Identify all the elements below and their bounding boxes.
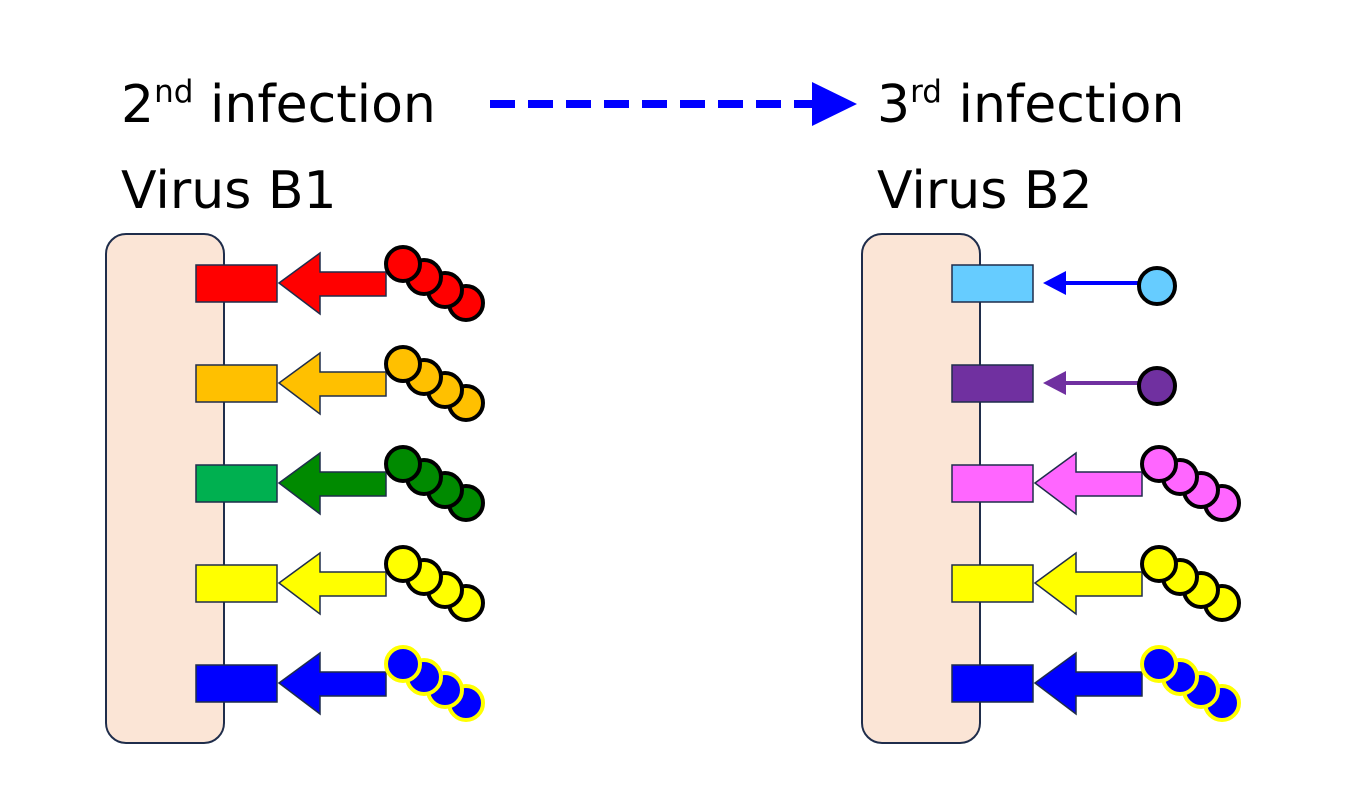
receptor-row: [195, 645, 485, 722]
ligand-circle: [1140, 445, 1178, 483]
binding-arrow-thick: [277, 551, 387, 616]
binding-arrow-thick: [277, 251, 387, 316]
receptor-row: [951, 264, 1177, 306]
ligand-circle: [384, 445, 422, 483]
receptor-row: [951, 364, 1177, 406]
dashed-arrow-head: [812, 82, 857, 126]
panel-virus-b1: [105, 233, 485, 744]
receptor-row: [195, 345, 485, 422]
receptor: [195, 364, 278, 403]
receptor: [195, 464, 278, 503]
receptor: [951, 364, 1034, 403]
ligand-circle: [1140, 545, 1178, 583]
binding-arrow-thick: [277, 351, 387, 416]
ligand-circle: [384, 345, 422, 383]
binding-arrow-thin-head: [1043, 271, 1066, 295]
receptor-row: [195, 245, 485, 322]
receptor-row: [951, 545, 1241, 622]
receptor: [195, 264, 278, 303]
title-third-infection: 3rd infection: [877, 74, 1184, 135]
receptor: [195, 664, 278, 703]
binding-arrow-thick: [1033, 451, 1143, 516]
receptor: [951, 264, 1034, 303]
receptor-row: [951, 445, 1241, 522]
ligand-circle: [384, 645, 422, 683]
ligand-circle: [384, 245, 422, 283]
binding-arrow-thick: [1033, 651, 1143, 716]
panel-virus-b2: [861, 233, 1241, 744]
binding-arrow-thick: [277, 651, 387, 716]
ligand-circle: [1137, 366, 1177, 406]
binding-arrow-thin-head: [1043, 371, 1066, 395]
ligand-circle: [384, 545, 422, 583]
virus-b1-label: Virus B1: [121, 161, 337, 221]
ligand-circle: [1137, 266, 1177, 306]
receptor: [951, 464, 1034, 503]
receptor-row: [195, 445, 485, 522]
binding-arrow-thick: [277, 451, 387, 516]
ligand-circle: [1140, 645, 1178, 683]
receptor: [195, 564, 278, 603]
receptor-row: [195, 545, 485, 622]
receptor-row: [951, 645, 1241, 722]
receptor: [951, 664, 1034, 703]
title-second-infection: 2nd infection: [121, 74, 436, 135]
virus-b2-label: Virus B2: [877, 161, 1093, 221]
dashed-transition-arrow: [490, 82, 857, 126]
binding-arrow-thick: [1033, 551, 1143, 616]
receptor: [951, 564, 1034, 603]
